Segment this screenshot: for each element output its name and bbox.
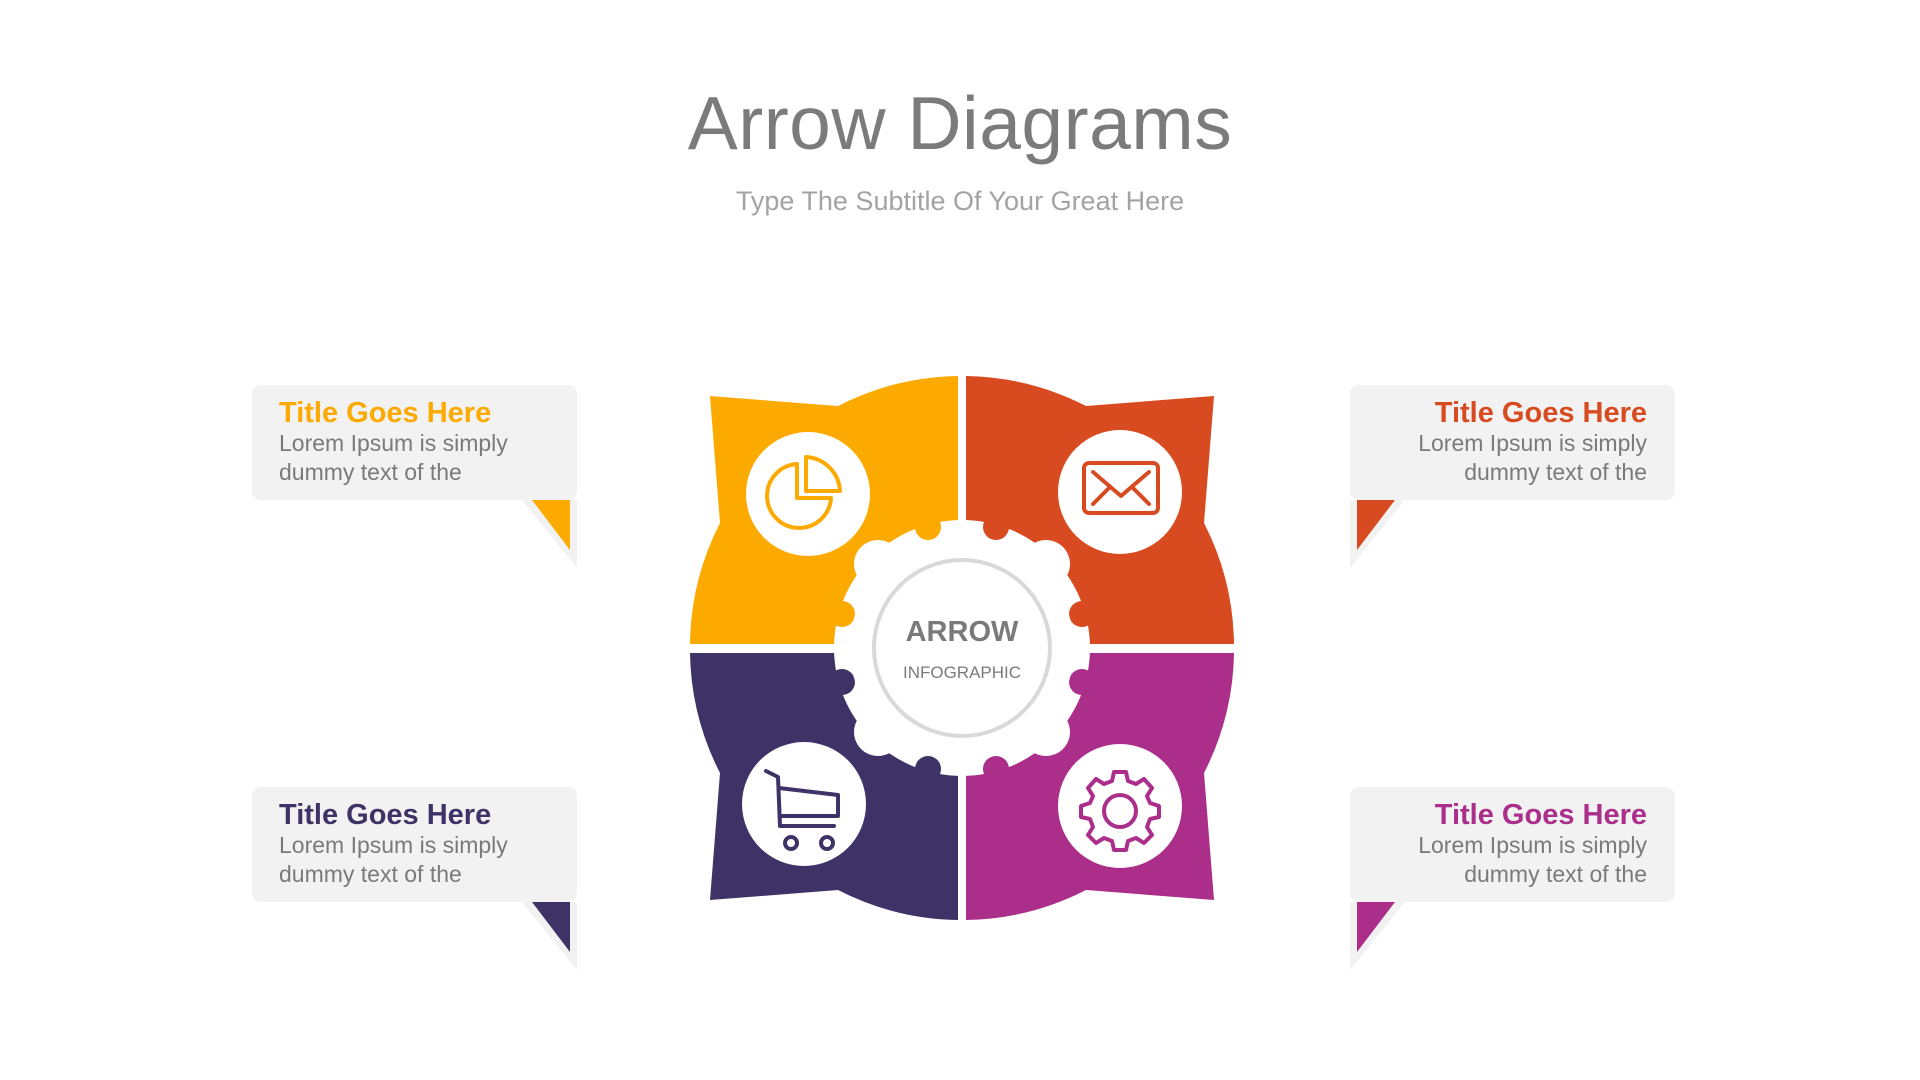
icon-badge-top-right bbox=[1058, 430, 1182, 554]
callout-bottom-right: Title Goes Here Lorem Ipsum is simply du… bbox=[1350, 787, 1675, 970]
icon-badge-bottom-left bbox=[742, 742, 866, 866]
center-main-label: ARROW bbox=[905, 616, 1019, 648]
callout-bottom-left: Title Goes Here Lorem Ipsum is simply du… bbox=[252, 787, 577, 970]
pie-chart-icon bbox=[765, 455, 842, 530]
callout-text-line2: dummy text of the bbox=[279, 861, 462, 887]
callout-top-left: Title Goes Here Lorem Ipsum is simply du… bbox=[252, 385, 577, 568]
callout-top-right: Title Goes Here Lorem Ipsum is simply du… bbox=[1350, 385, 1675, 568]
callout-text-line2: dummy text of the bbox=[279, 459, 462, 485]
gear-icon bbox=[1079, 770, 1161, 852]
callout-title: Title Goes Here bbox=[279, 397, 492, 429]
envelope-icon bbox=[1082, 461, 1160, 515]
icon-badge-top-left bbox=[746, 432, 870, 556]
center-sub-label: INFOGRAPHIC bbox=[902, 663, 1022, 682]
shopping-cart-icon bbox=[764, 769, 840, 851]
callout-tail bbox=[522, 902, 577, 970]
page-title: Arrow Diagrams bbox=[687, 81, 1233, 165]
callout-tail bbox=[1350, 902, 1405, 970]
callout-box bbox=[252, 385, 577, 500]
callout-tail bbox=[522, 500, 577, 568]
callout-box bbox=[252, 787, 577, 902]
callout-text-line2: dummy text of the bbox=[1464, 861, 1647, 887]
callout-tail bbox=[1350, 500, 1405, 568]
callout-title: Title Goes Here bbox=[1434, 799, 1647, 831]
callout-text-line1: Lorem Ipsum is simply bbox=[279, 430, 508, 456]
callout-text-line1: Lorem Ipsum is simply bbox=[1418, 832, 1647, 858]
callout-text-line1: Lorem Ipsum is simply bbox=[279, 832, 508, 858]
callout-text-line1: Lorem Ipsum is simply bbox=[1418, 430, 1647, 456]
center-gear-hub bbox=[680, 370, 1240, 930]
callout-title: Title Goes Here bbox=[1434, 397, 1647, 429]
callout-box bbox=[1350, 787, 1675, 902]
page-subtitle: Type The Subtitle Of Your Great Here bbox=[735, 186, 1185, 216]
icon-badge-bottom-right bbox=[1058, 744, 1182, 868]
callout-box bbox=[1350, 385, 1675, 500]
center-ring bbox=[872, 558, 1052, 738]
callout-text-line2: dummy text of the bbox=[1464, 459, 1647, 485]
callout-title: Title Goes Here bbox=[279, 799, 492, 831]
